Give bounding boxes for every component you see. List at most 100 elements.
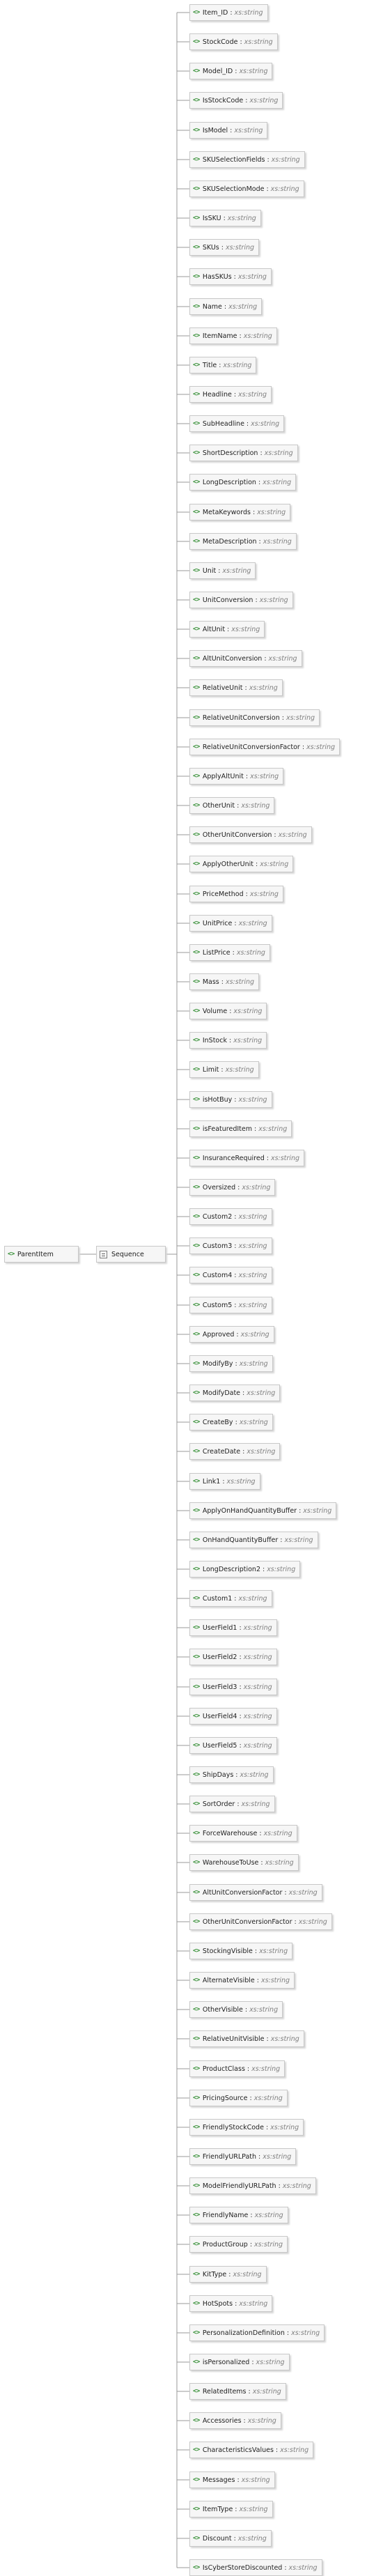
child-element[interactable]: <>RelativeUnit:xs:string [189, 679, 283, 696]
child-element[interactable]: <>ApplyOnHandQuantityBuffer:xs:string [189, 1502, 337, 1519]
child-element[interactable]: <>UserField4:xs:string [189, 1708, 277, 1725]
child-element[interactable]: <>InStock:xs:string [189, 1032, 267, 1049]
child-element[interactable]: <>CharacteristicsValues:xs:string [189, 2442, 314, 2458]
child-element[interactable]: <>AlternateVisible:xs:string [189, 1972, 295, 1989]
child-element[interactable]: <>IsModel:xs:string [189, 122, 268, 139]
child-element[interactable]: <>KitType:xs:string [189, 2266, 267, 2283]
child-element[interactable]: <>Volume:xs:string [189, 1003, 267, 1019]
child-element[interactable]: <>Headline:xs:string [189, 386, 272, 403]
child-element[interactable]: <>ItemType:xs:string [189, 2501, 273, 2517]
child-element[interactable]: <>HasSKUs:xs:string [189, 268, 272, 285]
child-element[interactable]: <>SubHeadline:xs:string [189, 415, 285, 432]
element-type: xs:string [251, 2065, 281, 2073]
child-element[interactable]: <>SKUs:xs:string [189, 239, 260, 256]
child-element[interactable]: <>ApplyOtherUnit:xs:string [189, 856, 294, 872]
child-element[interactable]: <>Limit:xs:string [189, 1061, 259, 1078]
child-element[interactable]: <>ForceWarehouse:xs:string [189, 1825, 297, 1842]
child-element[interactable]: <>LongDescription:xs:string [189, 474, 297, 491]
child-element[interactable]: <>InsuranceRequired:xs:string [189, 1150, 304, 1166]
child-element[interactable]: <>PriceMethod:xs:string [189, 886, 283, 902]
child-element[interactable]: <>UnitConversion:xs:string [189, 592, 293, 608]
root-element-parentitem[interactable]: <> ParentItem [4, 1246, 79, 1263]
element-icon: <> [193, 1713, 200, 1720]
child-element[interactable]: <>OtherVisible:xs:string [189, 2001, 283, 2018]
child-element[interactable]: <>RelativeUnitVisible:xs:string [189, 2030, 304, 2047]
child-element[interactable]: <>StockCode:xs:string [189, 33, 278, 50]
child-element[interactable]: <>Title:xs:string [189, 357, 257, 373]
child-element[interactable]: <>ModelFriendlyURLPath:xs:string [189, 2177, 316, 2194]
child-element[interactable]: <>FriendlyName:xs:string [189, 2207, 288, 2223]
child-element[interactable]: <>FriendlyURLPath:xs:string [189, 2148, 297, 2165]
element-name: WarehouseToUse [202, 1858, 259, 1867]
element-name: Name [202, 302, 222, 311]
element-icon: <> [193, 303, 200, 310]
child-element[interactable]: <>OnHandQuantityBuffer:xs:string [189, 1532, 318, 1548]
child-element[interactable]: <>UserField5:xs:string [189, 1737, 277, 1754]
child-element[interactable]: <>UserField2:xs:string [189, 1649, 277, 1665]
child-element[interactable]: <>AltUnitConversion:xs:string [189, 650, 302, 667]
child-element[interactable]: <>CreateDate:xs:string [189, 1443, 281, 1460]
child-element[interactable]: <>PersonalizationDefinition:xs:string [189, 2324, 325, 2341]
child-element[interactable]: <>Custom1:xs:string [189, 1590, 272, 1607]
child-element[interactable]: <>IsSKU:xs:string [189, 210, 261, 226]
child-element[interactable]: <>Item_ID:xs:string [189, 4, 268, 21]
child-element[interactable]: <>Accessories:xs:string [189, 2412, 281, 2429]
child-element[interactable]: <>ApplyAltUnit:xs:string [189, 768, 284, 785]
element-icon: <> [193, 2271, 200, 2278]
child-element[interactable]: <>RelativeUnitConversionFactor:xs:string [189, 739, 341, 755]
child-element[interactable]: <>Messages:xs:string [189, 2471, 275, 2488]
child-element[interactable]: <>Link1:xs:string [189, 1473, 260, 1490]
child-element[interactable]: <>ProductGroup:xs:string [189, 2236, 288, 2253]
child-element[interactable]: <>ListPrice:xs:string [189, 944, 270, 961]
child-element[interactable]: <>UserField3:xs:string [189, 1679, 277, 1695]
child-element[interactable]: <>isHotBuy:xs:string [189, 1091, 272, 1108]
element-icon: <> [193, 743, 200, 750]
child-element[interactable]: <>Custom5:xs:string [189, 1297, 272, 1313]
child-element[interactable]: <>WarehouseToUse:xs:string [189, 1854, 299, 1871]
child-element[interactable]: <>isPersonalized:xs:string [189, 2354, 290, 2370]
child-element[interactable]: <>AltUnitConversionFactor:xs:string [189, 1884, 322, 1901]
child-element[interactable]: <>MetaKeywords:xs:string [189, 504, 291, 520]
child-element[interactable]: <>FriendlyStockCode:xs:string [189, 2119, 304, 2136]
child-element[interactable]: <>ProductClass:xs:string [189, 2060, 286, 2077]
child-element[interactable]: <>ItemName:xs:string [189, 327, 277, 344]
child-element[interactable]: <>MetaDescription:xs:string [189, 533, 297, 550]
child-element[interactable]: <>OtherUnit:xs:string [189, 797, 275, 814]
child-element[interactable]: <>LongDescription2:xs:string [189, 1561, 301, 1578]
element-icon: <> [193, 1889, 200, 1896]
type-separator: : [265, 2123, 269, 2131]
child-element[interactable]: <>OtherUnitConversion:xs:string [189, 826, 312, 843]
child-element[interactable]: <>Mass:xs:string [189, 973, 260, 990]
type-separator: : [255, 596, 258, 604]
child-element[interactable]: <>Name:xs:string [189, 298, 263, 315]
child-element[interactable]: <>SKUSelectionMode:xs:string [189, 180, 304, 197]
child-element[interactable]: <>Approved:xs:string [189, 1326, 274, 1343]
child-element[interactable]: <>ModifyBy:xs:string [189, 1355, 273, 1372]
child-element[interactable]: <>SortOrder:xs:string [189, 1796, 275, 1812]
child-element[interactable]: <>Custom4:xs:string [189, 1267, 272, 1283]
child-element[interactable]: <>Oversized:xs:string [189, 1179, 276, 1196]
child-element[interactable]: <>IsCyberStoreDiscounted:xs:string [189, 2559, 322, 2576]
child-element[interactable]: <>Unit:xs:string [189, 562, 256, 579]
child-element[interactable]: <>Model_ID:xs:string [189, 63, 273, 79]
child-element[interactable]: <>CreateBy:xs:string [189, 1414, 273, 1430]
child-element[interactable]: <>ModifyDate:xs:string [189, 1385, 281, 1401]
child-element[interactable]: <>Custom3:xs:string [189, 1237, 272, 1254]
child-element[interactable]: <>StockingVisible:xs:string [189, 1943, 293, 1959]
sequence-compositor[interactable]: Sequence [96, 1246, 166, 1263]
child-element[interactable]: <>ShipDays:xs:string [189, 1766, 274, 1783]
child-element[interactable]: <>isFeaturedItem:xs:string [189, 1120, 292, 1137]
child-element[interactable]: <>RelatedItems:xs:string [189, 2383, 286, 2400]
child-element[interactable]: <>RelativeUnitConversion:xs:string [189, 709, 320, 726]
child-element[interactable]: <>IsStockCode:xs:string [189, 92, 283, 109]
child-element[interactable]: <>HotSpots:xs:string [189, 2295, 273, 2312]
child-element[interactable]: <>Discount:xs:string [189, 2530, 272, 2547]
child-element[interactable]: <>OtherUnitConversionFactor:xs:string [189, 1913, 332, 1930]
child-element[interactable]: <>PricingSource:xs:string [189, 2090, 288, 2106]
child-element[interactable]: <>Custom2:xs:string [189, 1208, 272, 1225]
child-element[interactable]: <>UserField1:xs:string [189, 1619, 277, 1636]
child-element[interactable]: <>ShortDescription:xs:string [189, 445, 298, 461]
child-element[interactable]: <>UnitPrice:xs:string [189, 915, 272, 932]
child-element[interactable]: <>SKUSelectionFields:xs:string [189, 151, 305, 168]
child-element[interactable]: <>AltUnit:xs:string [189, 621, 265, 638]
